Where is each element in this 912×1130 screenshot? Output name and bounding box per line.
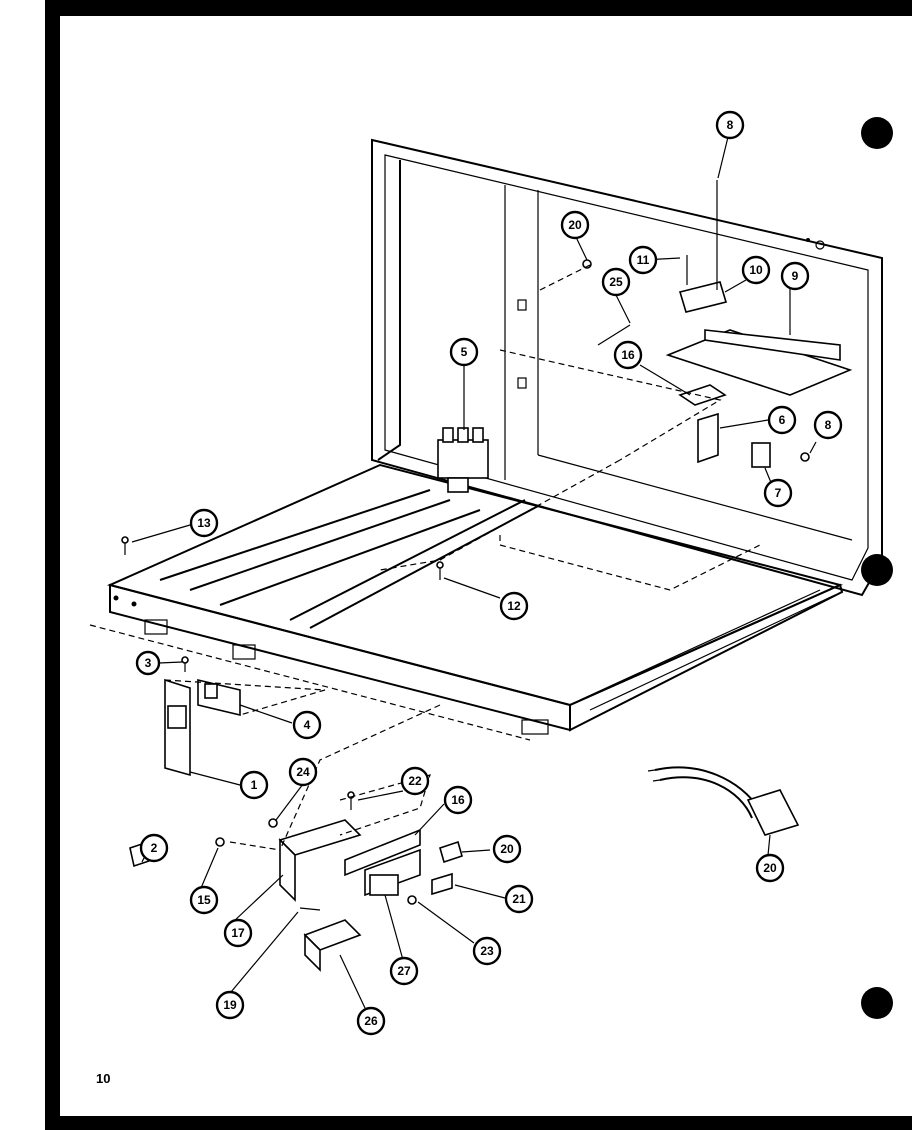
svg-text:4: 4	[304, 718, 311, 732]
svg-text:20: 20	[568, 218, 582, 232]
callout-23: 23	[472, 936, 502, 966]
svg-text:5: 5	[461, 345, 468, 359]
callout-16-lower: 16	[443, 785, 473, 815]
callout-3: 3	[135, 650, 161, 676]
svg-text:11: 11	[637, 253, 650, 267]
svg-text:15: 15	[197, 893, 211, 907]
svg-text:24: 24	[296, 765, 310, 779]
svg-text:22: 22	[408, 774, 422, 788]
svg-text:20: 20	[763, 861, 777, 875]
callout-20-middle: 20	[492, 834, 522, 864]
svg-text:9: 9	[792, 269, 799, 283]
svg-text:26: 26	[364, 1014, 378, 1028]
callout-10: 10	[741, 255, 771, 285]
callout-12: 12	[499, 591, 529, 621]
svg-text:16: 16	[451, 793, 465, 807]
page-number: 10	[96, 1071, 110, 1086]
callout-26: 26	[356, 1006, 386, 1036]
svg-text:7: 7	[775, 486, 782, 500]
svg-text:17: 17	[231, 926, 245, 940]
power-cord	[647, 766, 800, 836]
callout-11: 11	[628, 245, 658, 275]
binder-hole-top	[861, 117, 893, 149]
back-panel	[371, 138, 883, 597]
callout-20-cord: 20	[755, 853, 785, 883]
svg-text:27: 27	[397, 964, 411, 978]
callout-24: 24	[288, 757, 318, 787]
binder-hole-bottom	[861, 987, 893, 1019]
callout-22: 22	[400, 766, 430, 796]
bracket-assembly	[379, 180, 853, 571]
callout-19: 19	[215, 990, 245, 1020]
svg-text:3: 3	[145, 656, 152, 670]
svg-text:16: 16	[621, 348, 635, 362]
callout-21: 21	[504, 884, 534, 914]
svg-text:2: 2	[151, 841, 158, 855]
svg-text:10: 10	[749, 263, 763, 277]
callout-27: 27	[389, 956, 419, 986]
callout-20-upper: 20	[560, 210, 590, 240]
svg-text:19: 19	[223, 998, 237, 1012]
callout-7: 7	[763, 478, 793, 508]
relay-part	[437, 427, 489, 493]
svg-text:20: 20	[500, 842, 514, 856]
svg-text:8: 8	[825, 418, 832, 432]
callout-13: 13	[189, 508, 219, 538]
callout-1: 1	[239, 770, 269, 800]
callout-16-upper: 16	[613, 340, 643, 370]
door-switch-assembly	[215, 704, 463, 972]
svg-text:23: 23	[480, 944, 494, 958]
switch-bracket-assembly	[129, 678, 326, 868]
callout-6: 6	[767, 405, 797, 435]
callout-2: 2	[139, 833, 169, 863]
screws	[121, 536, 444, 810]
callout-4: 4	[292, 710, 322, 740]
callout-15: 15	[189, 885, 219, 915]
svg-text:12: 12	[507, 599, 521, 613]
base-frame	[89, 463, 844, 741]
callout-25: 25	[601, 267, 631, 297]
svg-text:1: 1	[251, 778, 258, 792]
callout-8-right: 8	[813, 410, 843, 440]
leader-lines	[131, 136, 817, 1009]
svg-text:21: 21	[512, 892, 526, 906]
callout-8-top: 8	[715, 110, 745, 140]
svg-text:25: 25	[609, 275, 623, 289]
svg-text:6: 6	[779, 413, 786, 427]
svg-text:13: 13	[197, 516, 211, 530]
callout-5: 5	[449, 337, 479, 367]
callout-17: 17	[223, 918, 253, 948]
callout-9: 9	[780, 261, 810, 291]
svg-text:8: 8	[727, 118, 734, 132]
